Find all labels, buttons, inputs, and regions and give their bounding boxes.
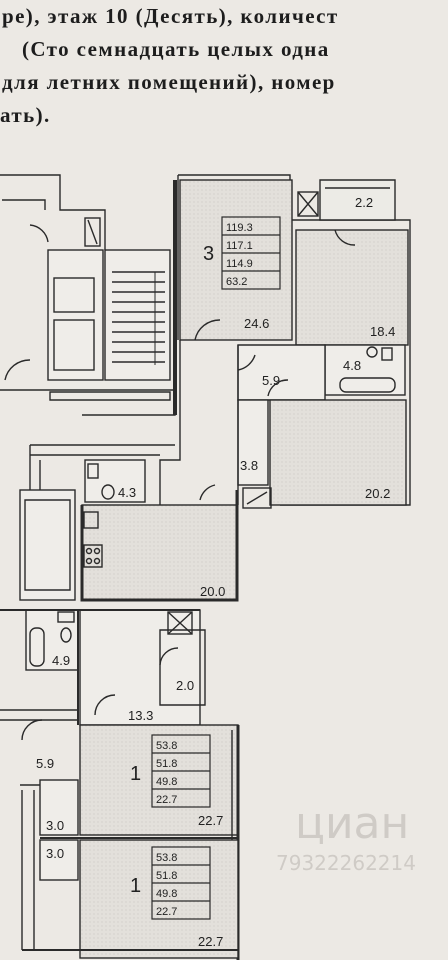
watermark-phone: 79322262214 — [276, 851, 416, 875]
room-balcony-3-0a: 3.0 — [46, 818, 64, 833]
doc-line-4: ать). — [0, 103, 51, 127]
room-bath-4-9: 4.9 — [52, 653, 70, 668]
doc-line-1: ре), этаж 10 (Десять), количест — [2, 4, 339, 28]
apt3-number: 3 — [203, 243, 214, 265]
room-kitchen-13-3: 13.3 — [128, 708, 153, 723]
apt1a-area-living: 22.7 — [156, 794, 177, 806]
apt1b-number: 1 — [130, 875, 141, 897]
apt3-area-common: 117.1 — [226, 240, 253, 252]
room-wc-4-3: 4.3 — [118, 485, 136, 500]
room-room-22-7a: 22.7 — [198, 813, 223, 828]
room-bedroom-20-2: 20.2 — [365, 486, 390, 501]
apt3-area-floor: 114.9 — [226, 258, 253, 270]
apt1a-number: 1 — [130, 763, 141, 785]
doc-line-2: (Сто семнадцать целых одна — [22, 37, 330, 61]
apt3-area-living: 63.2 — [226, 276, 247, 288]
apt1a-area-total: 53.8 — [156, 740, 177, 752]
room-corridor-3-8: 3.8 — [240, 458, 258, 473]
room-hall-5-9b: 5.9 — [36, 756, 54, 771]
room-living-24-6: 24.6 — [244, 316, 269, 331]
apt1b-area-common: 51.8 — [156, 870, 177, 882]
room-room-22-7b: 22.7 — [198, 934, 223, 949]
watermark-brand: циан — [295, 798, 409, 849]
room-bath-4-8: 4.8 — [343, 358, 361, 373]
apt1b-area-floor: 49.8 — [156, 888, 177, 900]
apt1b-area-total: 53.8 — [156, 852, 177, 864]
apt1b-area-living: 22.7 — [156, 906, 177, 918]
apt3-area-total: 119.3 — [226, 222, 253, 234]
apt1a-area-floor: 49.8 — [156, 776, 177, 788]
apt1a-area-common: 51.8 — [156, 758, 177, 770]
room-bedroom-18-4: 18.4 — [370, 324, 395, 339]
document-header-text: ре), этаж 10 (Десять), количест (Сто сем… — [0, 0, 448, 132]
room-loggia-2-2: 2.2 — [355, 195, 373, 210]
room-balcony-3-0b: 3.0 — [46, 846, 64, 861]
doc-line-3: для летних помещений), номер — [2, 70, 336, 94]
room-hall-5-9: 5.9 — [262, 373, 280, 388]
room-kitchen-20-0: 20.0 — [200, 584, 225, 599]
floor-plan: циан 79322262214 3 119.3 117.1 114.9 63.… — [0, 160, 448, 960]
room-storage-2-0: 2.0 — [176, 678, 194, 693]
